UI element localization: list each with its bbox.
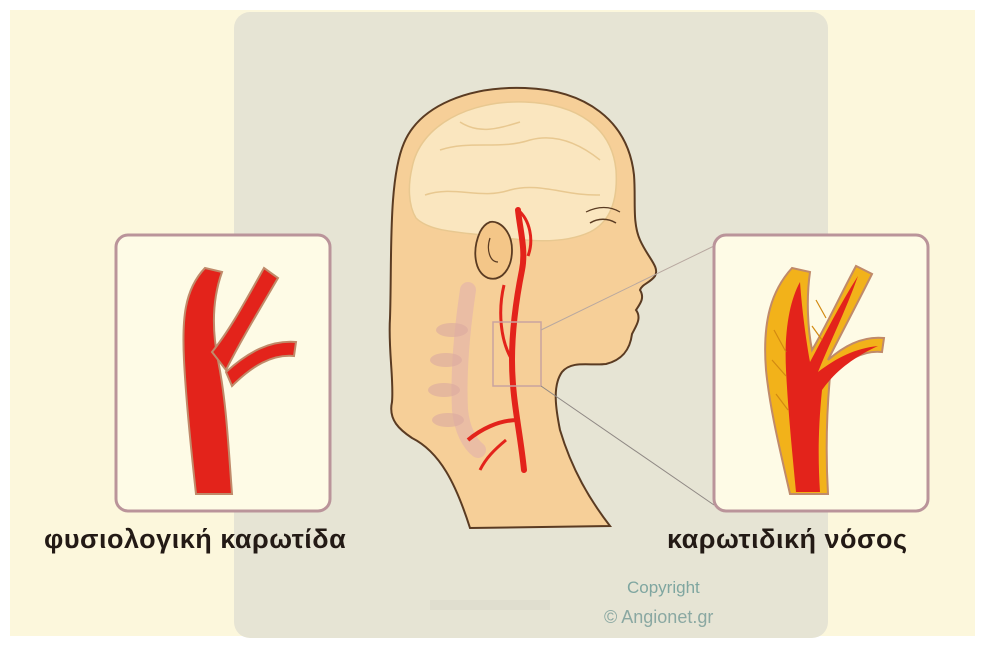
vertebra-2 [430,353,462,367]
copyright-wash [430,600,550,610]
vertebra-3 [428,383,460,397]
copyright-text: Copyright [627,578,700,598]
vertebra-4 [432,413,464,427]
diseased-carotid-inset [714,235,928,511]
copyright-owner: © Angionet.gr [604,607,713,628]
normal-carotid-label: φυσιολογική καρωτίδα [44,524,346,555]
vertebra-1 [436,323,468,337]
carotid-disease-label: καρωτιδική νόσος [667,524,908,555]
ear [475,222,512,279]
normal-carotid-inset [116,235,330,511]
